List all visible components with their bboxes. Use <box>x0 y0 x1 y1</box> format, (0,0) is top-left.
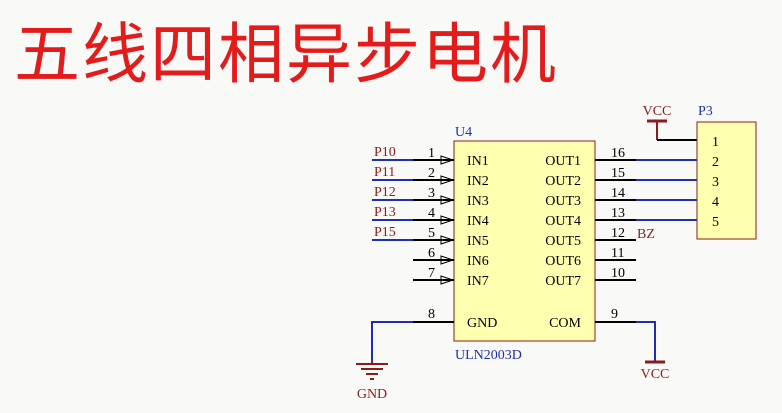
connector-body[interactable] <box>696 121 757 240</box>
pin-name: OUT3 <box>545 194 581 209</box>
input-arrow-in2 <box>440 175 455 185</box>
input-net-labels: P10 P11 P12 P13 P15 <box>374 145 396 240</box>
pin-name: OUT4 <box>545 214 581 229</box>
connector-pin: 4 <box>712 195 719 210</box>
input-arrow-in3 <box>440 195 455 205</box>
pin-number: 5 <box>428 226 435 241</box>
pin-number-gnd: 8 <box>428 307 435 322</box>
input-arrow-in4 <box>440 215 455 225</box>
net-label-bz: BZ <box>637 227 655 242</box>
wire-com-vcc <box>636 321 656 362</box>
connector-pin: 3 <box>712 175 719 190</box>
pin-number: 16 <box>611 146 625 161</box>
pin-name: IN6 <box>467 254 489 269</box>
input-arrow-in6 <box>440 255 455 265</box>
pin-number: 4 <box>428 206 435 221</box>
left-pin-numbers: 1 2 3 4 5 6 7 <box>428 146 435 281</box>
connector-designator: P3 <box>698 104 713 119</box>
chip-body[interactable] <box>453 140 596 342</box>
pin-number: 12 <box>611 226 625 241</box>
pin-name-com: COM <box>549 316 581 331</box>
right-pins <box>595 159 636 281</box>
input-net-wires <box>372 159 413 241</box>
pin-number-com: 9 <box>611 307 618 322</box>
pin-name: OUT1 <box>545 154 581 169</box>
pin-name: IN4 <box>467 214 489 229</box>
pin-number: 3 <box>428 186 435 201</box>
pin-name: OUT2 <box>545 174 581 189</box>
gnd-power-label: GND <box>357 387 387 402</box>
input-arrow-in7 <box>440 275 455 285</box>
output-net-wires <box>636 159 697 221</box>
pin-name: IN2 <box>467 174 489 189</box>
chip-part-number: ULN2003D <box>455 348 522 363</box>
net-label-p15: P15 <box>374 225 396 240</box>
ground-symbol <box>356 360 388 380</box>
net-label-p12: P12 <box>374 185 396 200</box>
pin-name: OUT7 <box>545 274 581 289</box>
pin-number: 2 <box>428 166 435 181</box>
net-label-p10: P10 <box>374 145 396 160</box>
pin-name-gnd: GND <box>467 316 497 331</box>
pin-name: OUT5 <box>545 234 581 249</box>
net-label-p11: P11 <box>374 165 395 180</box>
connector-pin: 5 <box>712 215 719 230</box>
diagram-title: 五线四相异步电机 <box>14 16 558 93</box>
pin-number: 1 <box>428 146 435 161</box>
vcc-top-label: VCC <box>643 104 672 119</box>
pin-number: 11 <box>611 246 624 261</box>
connector-pin-numbers: 1 2 3 4 5 <box>712 135 719 230</box>
pin-name: IN1 <box>467 154 489 169</box>
pin-name: IN3 <box>467 194 489 209</box>
left-pins <box>413 159 454 281</box>
connector-pin: 2 <box>712 155 719 170</box>
input-arrow-in5 <box>440 235 455 245</box>
input-arrow-symbols <box>440 155 455 285</box>
chip-designator: U4 <box>455 125 472 140</box>
vcc-bottom-label: VCC <box>641 367 670 382</box>
connector-pin: 1 <box>712 135 719 150</box>
pin-number: 15 <box>611 166 625 181</box>
net-label-p13: P13 <box>374 205 396 220</box>
pin-number: 7 <box>428 266 435 281</box>
pin-name: IN7 <box>467 274 489 289</box>
input-arrow-in1 <box>440 155 455 165</box>
right-pin-names: OUT1 OUT2 OUT3 OUT4 OUT5 OUT6 OUT7 <box>545 154 581 289</box>
pin-number: 10 <box>611 266 625 281</box>
pin-name: OUT6 <box>545 254 581 269</box>
pin-number: 14 <box>611 186 625 201</box>
wire-gnd <box>371 321 413 360</box>
pin-number: 6 <box>428 246 435 261</box>
left-pin-names: IN1 IN2 IN3 IN4 IN5 IN6 IN7 <box>467 154 489 289</box>
pin-number: 13 <box>611 206 625 221</box>
right-pin-numbers: 16 15 14 13 12 11 10 <box>611 146 625 281</box>
pin-name: IN5 <box>467 234 489 249</box>
